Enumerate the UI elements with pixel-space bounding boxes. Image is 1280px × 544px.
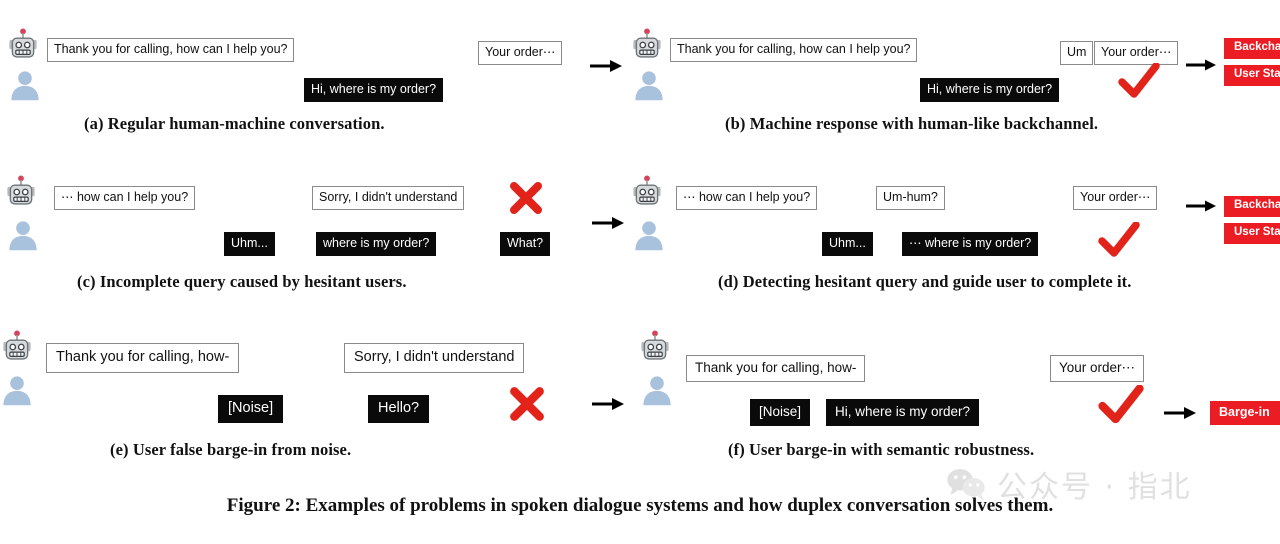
arrow-right-icon [590, 58, 622, 74]
panel-c: ⋯ how can I help you? Sorry, I didn't un… [0, 160, 600, 300]
status-chip-user-state: User State [1224, 65, 1280, 86]
machine-bubble: ⋯ how can I help you? [54, 186, 196, 210]
figure-caption: Figure 2: Examples of problems in spoken… [226, 495, 1054, 516]
panel-a-caption: (a) Regular human-machine conversation. [84, 114, 385, 133]
machine-bubble: Sorry, I didn't understand [344, 343, 525, 373]
machine-bubble: Thank you for calling, how can I help yo… [670, 38, 918, 62]
user-bubble: Hi, where is my order? [920, 78, 1060, 102]
status-chip-barge-in: Barge-in [1210, 401, 1280, 425]
user-avatar-icon [8, 68, 42, 102]
user-bubble: where is my order? [316, 232, 437, 256]
panel-a: Thank you for calling, how can I help yo… [0, 0, 600, 145]
panel-b: Thank you for calling, how can I help yo… [630, 0, 1280, 145]
user-bubble: What? [500, 232, 551, 256]
user-avatar-icon [632, 68, 666, 102]
arrow-right-icon [592, 396, 624, 412]
machine-bubble: Um-hum? [876, 186, 945, 210]
robot-avatar-icon [0, 330, 34, 364]
machine-bubble: Thank you for calling, how can I help yo… [47, 38, 295, 62]
panel-c-caption: (c) Incomplete query caused by hesitant … [77, 272, 407, 291]
panel-e: Thank you for calling, how- Sorry, I did… [0, 330, 624, 470]
cross-mark-icon [508, 180, 544, 216]
machine-bubble: Sorry, I didn't understand [312, 186, 465, 210]
check-mark-icon [1097, 385, 1145, 427]
user-bubble: Hi, where is my order? [826, 399, 980, 426]
robot-avatar-icon [630, 28, 664, 62]
check-mark-icon [1097, 222, 1141, 260]
robot-avatar-icon [630, 175, 664, 209]
machine-bubble: Your order⋯ [1073, 186, 1158, 210]
arrow-right-icon [592, 215, 624, 231]
robot-avatar-icon [6, 28, 40, 62]
cross-mark-icon [508, 385, 546, 423]
user-avatar-icon [640, 373, 674, 407]
status-chip-backchannel: Backchannel [1224, 196, 1280, 217]
arrow-right-icon [1186, 199, 1216, 213]
user-bubble: Uhm... [822, 232, 873, 256]
status-chip-user-state: User State [1224, 223, 1280, 244]
machine-bubble: Thank you for calling, how- [46, 343, 240, 373]
user-bubble: [Noise] [218, 395, 284, 423]
machine-bubble: Thank you for calling, how- [686, 355, 866, 382]
machine-bubble: Your order⋯ [1094, 41, 1179, 65]
machine-bubble: Your order⋯ [1050, 355, 1145, 382]
panel-f: Thank you for calling, how- Your order⋯ … [630, 330, 1280, 470]
panel-e-caption: (e) User false barge-in from noise. [110, 440, 352, 459]
machine-bubble: ⋯ how can I help you? [676, 186, 818, 210]
panel-d-caption: (d) Detecting hesitant query and guide u… [718, 272, 1132, 291]
panel-b-caption: (b) Machine response with human-like bac… [725, 114, 1099, 133]
robot-avatar-icon [4, 175, 38, 209]
panel-f-caption: (f) User barge-in with semantic robustne… [728, 440, 1035, 459]
user-avatar-icon [0, 373, 34, 407]
user-bubble: Hello? [368, 395, 430, 423]
user-bubble: [Noise] [750, 399, 811, 426]
user-bubble: ⋯ where is my order? [902, 232, 1039, 256]
user-avatar-icon [6, 218, 40, 252]
user-avatar-icon [632, 218, 666, 252]
arrow-right-icon [1186, 58, 1216, 72]
check-mark-icon [1117, 63, 1161, 101]
user-bubble: Hi, where is my order? [304, 78, 444, 102]
status-chip-backchannel: Backchannel [1224, 38, 1280, 59]
user-bubble: Uhm... [224, 232, 275, 256]
machine-bubble: Um [1060, 41, 1094, 65]
machine-bubble: Your order⋯ [478, 41, 563, 65]
arrow-right-icon [1164, 405, 1196, 421]
panel-d: ⋯ how can I help you? Um-hum? Your order… [630, 160, 1280, 300]
robot-avatar-icon [638, 330, 672, 364]
